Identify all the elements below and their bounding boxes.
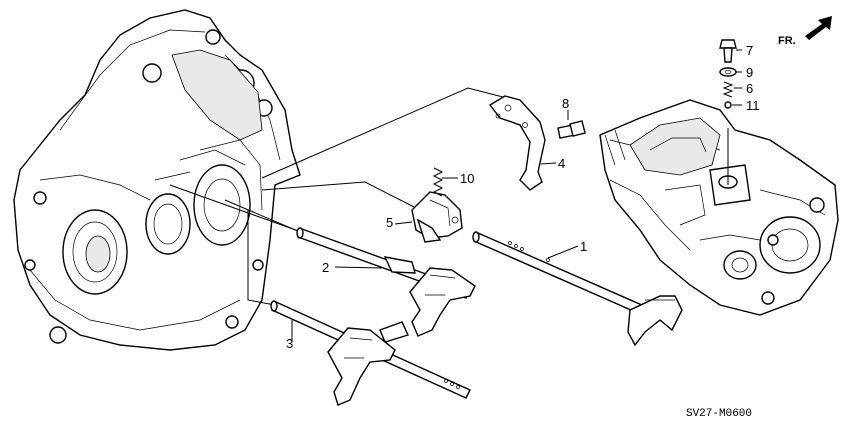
spring-part-6 [722, 81, 734, 98]
ball-part-11 [724, 101, 732, 109]
transmission-housing-right [599, 99, 839, 316]
callout-9: 9 [746, 65, 753, 80]
callout-1: 1 [580, 239, 587, 254]
shift-arm-part-4 [488, 95, 546, 191]
callout-3: 3 [286, 336, 293, 351]
callout-11: 11 [746, 98, 760, 113]
front-arrow-icon [805, 16, 832, 40]
callout-7: 7 [746, 43, 753, 58]
callout-5: 5 [386, 215, 393, 230]
shift-fork-2 [383, 256, 476, 337]
bolt-part-7 [719, 39, 737, 63]
selector-part-5 [411, 191, 463, 243]
callout-8: 8 [562, 96, 569, 111]
shift-shaft-1 [472, 231, 661, 322]
bolt-part-8 [557, 120, 586, 139]
diagram-code: SV27-M0600 [686, 408, 752, 420]
washer-part-9 [719, 67, 737, 77]
shift-fork-1 [627, 295, 683, 347]
spring-part-10 [432, 167, 444, 197]
callout-6: 6 [746, 81, 753, 96]
callout-leaders [291, 49, 742, 342]
transmission-housing-left [13, 9, 301, 351]
front-direction-indicator: FR. [778, 16, 832, 47]
svg-text:FR.: FR. [778, 35, 796, 47]
shift-fork-3 [327, 321, 409, 406]
callout-10: 10 [460, 171, 474, 186]
callout-4: 4 [558, 156, 565, 171]
callout-2: 2 [322, 260, 329, 275]
